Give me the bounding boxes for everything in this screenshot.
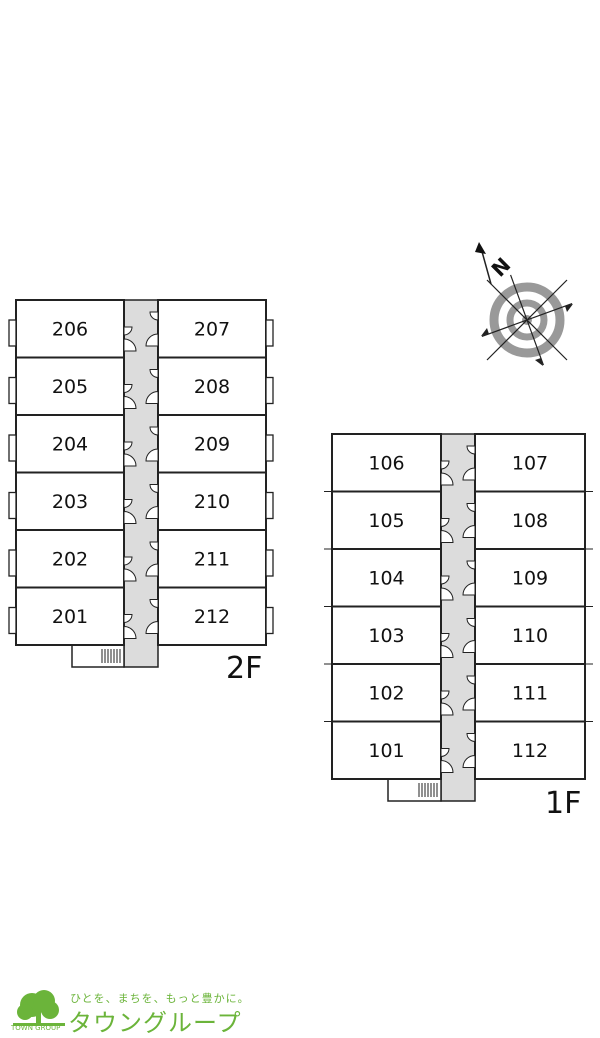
stairs-icon — [71, 644, 125, 668]
door-icon — [145, 484, 159, 519]
floor-2f-plan: 206 205 204 203 202 201 207 208 209 210 211 212 2F — [8, 299, 274, 686]
unit-label: 207 — [194, 318, 230, 340]
unit-202: 202 — [8, 529, 137, 589]
unit-label: 202 — [52, 548, 88, 570]
unit-label: 108 — [512, 510, 548, 532]
door-icon — [145, 599, 159, 634]
unit-201: 201 — [8, 586, 137, 646]
unit-label: 112 — [512, 740, 548, 762]
stairs-icon — [387, 778, 442, 802]
door-icon — [462, 618, 476, 653]
unit-label: 101 — [368, 740, 404, 762]
unit-label: 205 — [52, 376, 88, 398]
unit-110: 110 — [462, 605, 593, 665]
unit-211: 211 — [145, 529, 274, 589]
unit-107: 107 — [462, 433, 586, 493]
compass-rose-icon — [475, 242, 573, 366]
unit-label: 212 — [194, 606, 230, 628]
door-icon — [462, 445, 476, 481]
door-icon — [123, 441, 137, 467]
door-icon — [123, 326, 137, 352]
unit-label: 107 — [512, 452, 548, 474]
unit-112: 112 — [462, 720, 593, 780]
unit-208: 208 — [145, 356, 274, 416]
door-icon — [462, 503, 476, 538]
unit-label: 211 — [194, 548, 230, 570]
door-icon — [462, 733, 476, 768]
door-icon — [123, 384, 137, 409]
unit-205: 205 — [8, 356, 137, 416]
unit-206: 206 — [8, 299, 137, 359]
door-icon — [440, 575, 454, 601]
unit-label: 106 — [368, 452, 404, 474]
unit-101: 101 — [324, 720, 454, 780]
unit-label: 104 — [368, 567, 404, 589]
unit-label: 210 — [194, 491, 230, 513]
unit-108: 108 — [462, 490, 593, 550]
unit-207: 207 — [145, 299, 274, 359]
unit-104: 104 — [324, 548, 454, 608]
door-icon — [145, 426, 159, 462]
unit-label: 105 — [368, 510, 404, 532]
logo-tagline: ひとを、まちを、もっと豊かに。 — [70, 992, 250, 1005]
door-icon — [440, 690, 454, 716]
floor-1f-plan: 106 105 104 103 102 101 107 108 109 110 111 112 1F — [324, 433, 593, 821]
unit-212: 212 — [145, 586, 274, 646]
unit-106: 106 — [331, 433, 454, 493]
door-icon — [145, 541, 159, 577]
unit-label: 209 — [194, 433, 230, 455]
logo-name: タウングループ — [68, 1009, 242, 1037]
door-icon — [145, 369, 159, 404]
unit-label: 110 — [512, 625, 548, 647]
unit-209: 209 — [145, 414, 274, 474]
unit-204: 204 — [8, 414, 137, 474]
tree-logo-icon — [13, 990, 65, 1026]
unit-102: 102 — [324, 663, 454, 723]
logo-sub: TOWN GROUP — [11, 1024, 61, 1032]
floor-label: 2F — [226, 651, 262, 686]
door-icon — [462, 675, 476, 711]
door-icon — [440, 748, 454, 773]
unit-105: 105 — [324, 490, 454, 550]
unit-111: 111 — [462, 663, 593, 723]
company-logo — [10, 985, 270, 1033]
unit-label: 103 — [368, 625, 404, 647]
unit-label: 201 — [52, 606, 88, 628]
unit-label: 203 — [52, 491, 88, 513]
unit-label: 204 — [52, 433, 88, 455]
unit-label: 109 — [512, 567, 548, 589]
door-icon — [123, 614, 137, 639]
unit-203: 203 — [8, 471, 137, 531]
unit-label: 206 — [52, 318, 88, 340]
door-icon — [123, 556, 137, 582]
door-icon — [440, 460, 454, 486]
unit-103: 103 — [324, 605, 454, 665]
unit-109: 109 — [462, 548, 593, 608]
unit-label: 111 — [512, 682, 548, 704]
door-icon — [123, 499, 137, 524]
door-icon — [462, 560, 476, 596]
unit-label: 208 — [194, 376, 230, 398]
door-icon — [440, 518, 454, 543]
door-icon — [145, 311, 159, 347]
unit-210: 210 — [145, 471, 274, 531]
floor-label: 1F — [545, 786, 581, 821]
unit-label: 102 — [368, 682, 404, 704]
door-icon — [440, 633, 454, 658]
